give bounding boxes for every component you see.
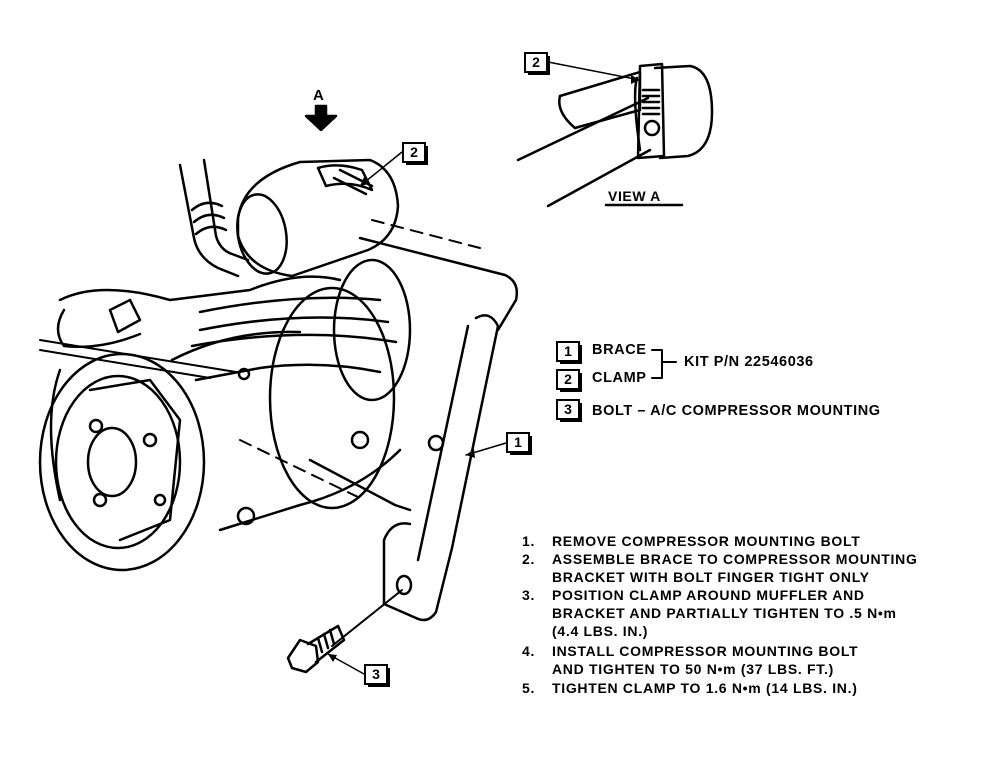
- brace: [382, 314, 500, 622]
- view-arrow-label: A: [313, 87, 325, 104]
- mounting-bolt: [286, 624, 346, 674]
- callout-2: 2: [402, 142, 428, 165]
- ac-compressor: [38, 258, 412, 572]
- step-number: 4.: [522, 643, 536, 659]
- step-number: 2.: [522, 551, 536, 567]
- legend-label-brace: BRACE: [592, 342, 647, 358]
- legend-kit-number: KIT P/N 22546036: [684, 354, 814, 370]
- step-line: REMOVE COMPRESSOR MOUNTING BOLT: [552, 533, 861, 549]
- step-line: BRACKET WITH BOLT FINGER TIGHT ONLY: [552, 569, 870, 585]
- step-line: BRACKET AND PARTIALLY TIGHTEN TO .5 N•m: [552, 605, 897, 621]
- step-line: INSTALL COMPRESSOR MOUNTING BOLT: [552, 643, 859, 659]
- legend-label-clamp: CLAMP: [592, 370, 647, 386]
- leader-lines: [327, 151, 507, 675]
- step-line: (4.4 LBS. IN.): [552, 623, 649, 639]
- view-a-callout-2: 2: [524, 52, 550, 75]
- view-arrow: [304, 104, 338, 132]
- step-line: TIGHTEN CLAMP TO 1.6 N•m (14 LBS. IN.): [552, 680, 858, 696]
- legend-bracket: [651, 349, 677, 379]
- view-a-inset: [516, 61, 714, 208]
- step-number: 3.: [522, 587, 536, 603]
- view-a-label: VIEW A: [608, 188, 661, 204]
- step-line: AND TIGHTEN TO 50 N•m (37 LBS. FT.): [552, 661, 834, 677]
- refrigerant-hose: [178, 158, 250, 278]
- step-number: 5.: [522, 680, 536, 696]
- callout-1: 1: [506, 432, 532, 455]
- legend-label-bolt: BOLT – A/C COMPRESSOR MOUNTING: [592, 403, 881, 419]
- step-line: ASSEMBLE BRACE TO COMPRESSOR MOUNTING: [552, 551, 918, 567]
- legend-num-1: 1: [556, 341, 582, 364]
- callout-3: 3: [364, 664, 390, 687]
- legend-num-3: 3: [556, 399, 582, 422]
- step-number: 1.: [522, 533, 536, 549]
- step-line: POSITION CLAMP AROUND MUFFLER AND: [552, 587, 865, 603]
- muffler: [236, 158, 400, 278]
- legend-num-2: 2: [556, 369, 582, 392]
